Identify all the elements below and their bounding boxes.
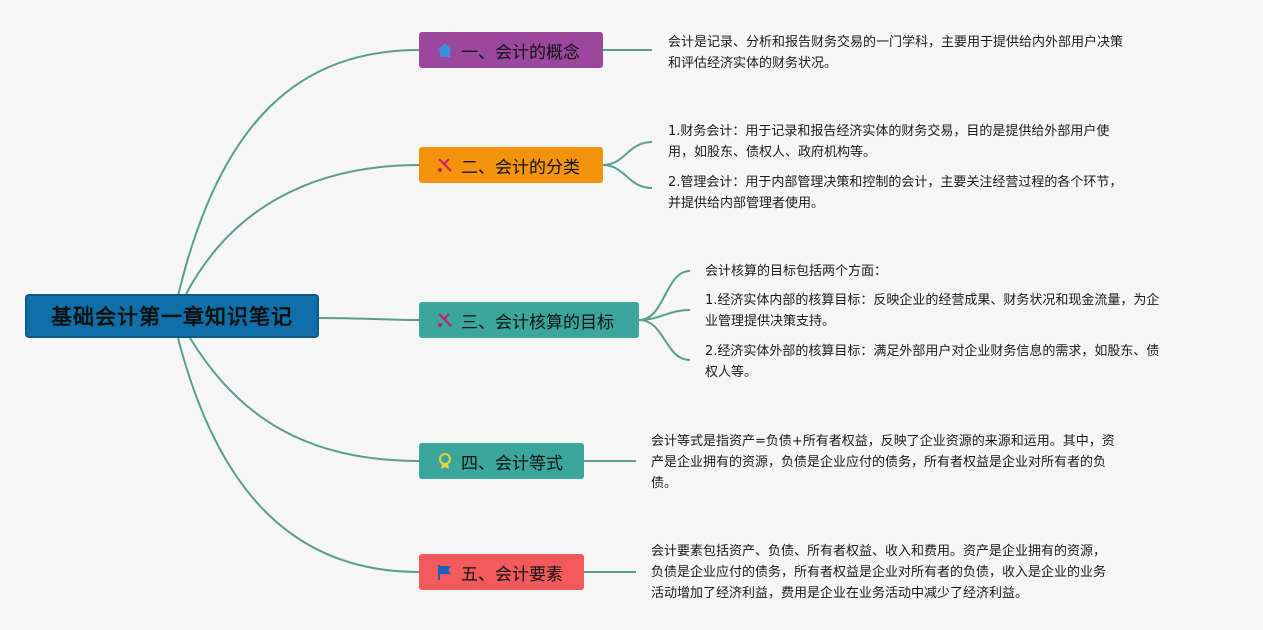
note-concept: 会计是记录、分析和报告财务交易的一门学科，主要用于提供给内外部用户决策 和评估经… — [668, 35, 1124, 71]
connector-classification-note-2 — [602, 164, 653, 189]
branch-classification[interactable]: 二、会计的分类 — [419, 147, 603, 183]
root-topic[interactable]: 基础会计第一章知识笔记 — [25, 294, 319, 338]
connector-goal-note-1 — [638, 309, 691, 321]
tools-icon — [435, 155, 455, 175]
branch-label-classification: 二、会计的分类 — [461, 157, 580, 178]
branch-equation[interactable]: 四、会计等式 — [419, 443, 584, 479]
branch-label-concept: 一、会计的概念 — [461, 42, 580, 63]
tools-icon — [435, 310, 455, 330]
note-equation: 会计等式是指资产=负债+所有者权益，反映了企业资源的来源和运用。其中，资 产是企… — [651, 434, 1115, 491]
connector-root-classification — [184, 164, 420, 297]
note-financial-accounting: 1.财务会计：用于记录和报告经济实体的财务交易，目的是提供给外部用户使 用，如股… — [668, 124, 1110, 160]
connector-classification-note-1 — [602, 141, 653, 166]
note-management-accounting: 2.管理会计：用于内部管理决策和控制的会计，主要关注经营过程的各个环节， 并提供… — [668, 175, 1123, 211]
note-elements: 会计要素包括资产、负债、所有者权益、收入和费用。资产是企业拥有的资源， 负债是企… — [651, 544, 1107, 601]
branch-label-goal: 三、会计核算的目标 — [461, 312, 614, 333]
house-icon — [435, 40, 455, 60]
root-title: 基础会计第一章知识笔记 — [51, 305, 293, 329]
flag-icon — [435, 562, 455, 582]
branch-label-equation: 四、会计等式 — [461, 453, 563, 474]
connector-root-concept — [177, 49, 420, 297]
connector-goal-intro — [638, 270, 691, 321]
branch-concept[interactable]: 一、会计的概念 — [419, 32, 603, 68]
branch-elements[interactable]: 五、会计要素 — [419, 554, 584, 590]
connector-root-elements — [177, 337, 420, 573]
note-goal-external: 2.经济实体外部的核算目标：满足外部用户对企业财务信息的需求，如股东、债 权人等… — [705, 344, 1160, 380]
award-icon — [435, 451, 455, 471]
connector-goal-note-2 — [638, 319, 691, 361]
branch-goal[interactable]: 三、会计核算的目标 — [419, 302, 639, 338]
note-goal-intro: 会计核算的目标包括两个方面： — [705, 264, 888, 279]
note-goal-internal: 1.经济实体内部的核算目标：反映企业的经营成果、财务状况和现金流量，为企 业管理… — [705, 293, 1160, 329]
branch-label-elements: 五、会计要素 — [461, 564, 563, 585]
connector-root-equation — [189, 337, 420, 462]
connector-root-goal — [318, 317, 420, 321]
